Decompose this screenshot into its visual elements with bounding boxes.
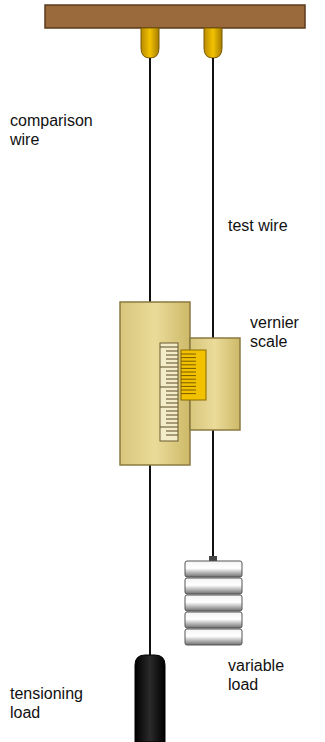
scale-tick xyxy=(166,371,178,372)
scale-tick xyxy=(166,415,178,416)
scale-tick xyxy=(160,407,178,408)
scale-tick xyxy=(166,383,178,384)
slotted-weight xyxy=(185,629,242,645)
part-label: test wire xyxy=(228,216,288,235)
scale-tick xyxy=(160,387,178,388)
scale-tick xyxy=(166,395,178,396)
scale-tick xyxy=(166,363,178,364)
part-label: variable load xyxy=(228,656,310,694)
scale-tick xyxy=(166,435,178,436)
vernier-ticks xyxy=(181,354,196,394)
scale-tick xyxy=(166,359,178,360)
scale-tick xyxy=(166,419,178,420)
scale-tick xyxy=(160,427,178,428)
main-scale-ticks xyxy=(160,347,178,435)
vernier-tick xyxy=(181,386,196,387)
vernier-tick xyxy=(181,357,196,358)
test-wire xyxy=(212,430,214,560)
slotted-weight xyxy=(185,612,242,628)
scale-tick xyxy=(160,347,178,348)
tensioning-weight xyxy=(135,655,165,742)
support-beam xyxy=(45,5,305,28)
part-label: tensioning load xyxy=(10,684,108,722)
slotted-weight xyxy=(185,595,242,611)
slotted-weight xyxy=(185,561,242,577)
slotted-weight xyxy=(185,578,242,594)
scale-tick xyxy=(166,355,178,356)
vernier-tick xyxy=(181,372,196,373)
scale-tick xyxy=(166,431,178,432)
comparison-wire xyxy=(149,58,151,302)
vernier-tick xyxy=(181,379,196,380)
part-label: vernier scale xyxy=(250,313,320,351)
vernier-tick xyxy=(181,382,196,383)
part-label: comparison wire xyxy=(10,111,118,149)
vernier-tick xyxy=(181,390,196,391)
comparison-wire xyxy=(149,465,151,655)
wire-clamp xyxy=(204,28,222,58)
scale-tick xyxy=(166,411,178,412)
vernier-tick xyxy=(181,364,196,365)
vernier-tick xyxy=(181,375,196,376)
scale-tick xyxy=(166,379,178,380)
scale-tick xyxy=(166,399,178,400)
main-scale-frame xyxy=(120,302,190,465)
scale-tick xyxy=(166,403,178,404)
vernier-strip xyxy=(181,350,206,400)
test-wire xyxy=(212,58,214,338)
scale-tick xyxy=(166,375,178,376)
main-scale-strip xyxy=(160,343,178,441)
vernier-tick xyxy=(181,368,196,369)
vernier-tick xyxy=(181,354,196,355)
scale-tick xyxy=(166,391,178,392)
scale-tick xyxy=(160,367,178,368)
scale-tick xyxy=(166,351,178,352)
scale-tick xyxy=(166,423,178,424)
vernier-tick xyxy=(181,393,196,394)
wire-clamp xyxy=(141,28,159,58)
slotted-weights xyxy=(185,556,242,645)
vernier-tick xyxy=(181,361,196,362)
